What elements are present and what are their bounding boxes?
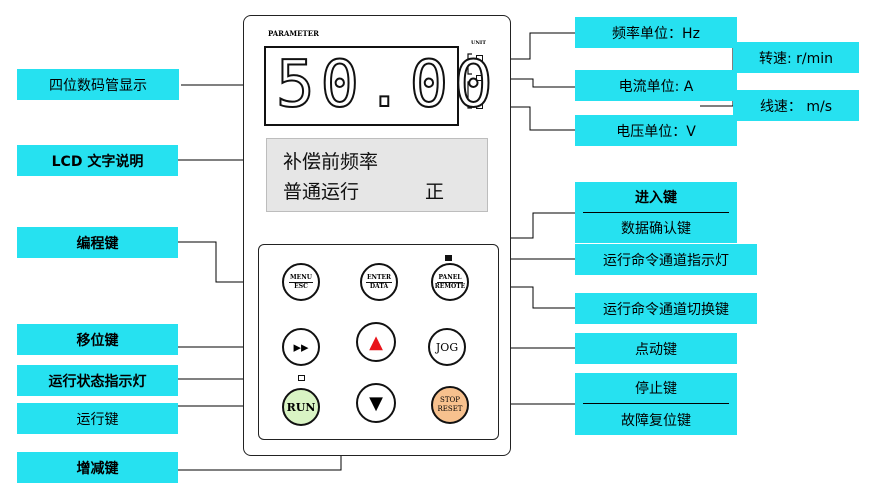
label-speed: 转速: r/min [733, 42, 859, 73]
up-button[interactable]: ▲ [356, 322, 396, 362]
label-reset-key: 故障复位键 [621, 412, 691, 429]
panel-remote-button[interactable]: PANEL REMOTE [431, 263, 469, 301]
run-status-indicator [298, 375, 305, 381]
panel-label: PANEL [437, 273, 463, 283]
enter-label: ENTER [365, 273, 393, 283]
jog-button[interactable]: JOG [428, 328, 466, 366]
label-line-speed: 线速： m/s [733, 90, 859, 121]
led-display: 50.00 [275, 48, 499, 122]
menu-label: MENU [289, 273, 313, 283]
shift-button[interactable]: ▸▸ [282, 328, 320, 366]
keypad-frame [258, 244, 499, 440]
label-freq-unit: 频率单位：Hz [575, 17, 737, 48]
down-arrow-icon: ▼ [369, 392, 383, 414]
stop-key-label-box: 停止键 故障复位键 [575, 373, 737, 435]
label-led-display: 四位数码管显示 [17, 69, 179, 100]
reset-label: RESET [437, 405, 463, 413]
cmd-channel-indicator [445, 255, 452, 261]
unit-bracket-icon [467, 53, 472, 109]
lcd-line1: 补偿前频率 [283, 151, 379, 173]
run-label: RUN [286, 400, 316, 414]
label-voltage-unit: 电压单位：V [575, 115, 737, 146]
label-run-key: 运行键 [17, 403, 178, 434]
label-shift-key: 移位键 [17, 324, 178, 355]
unit-a-led [476, 75, 483, 81]
unit-hz-led [476, 55, 483, 61]
double-arrow-icon: ▸▸ [293, 338, 309, 356]
jog-label: JOG [435, 340, 459, 354]
esc-label: ESC [294, 282, 308, 290]
enter-key-label-box: 进入键 数据确认键 [575, 182, 737, 243]
stop-label: STOP [440, 396, 460, 404]
data-label: DATA [369, 282, 389, 290]
stop-key-divider [583, 403, 729, 404]
line-speed-bracket [700, 44, 734, 74]
down-button[interactable]: ▼ [356, 383, 396, 423]
label-current-unit: 电流单位: A [575, 70, 737, 101]
remote-label: REMOTE [434, 282, 466, 290]
unit-v-led [476, 103, 483, 109]
label-lcd-text: LCD 文字说明 [17, 145, 178, 176]
label-data-confirm-key: 数据确认键 [621, 221, 691, 237]
label-run-status-light: 运行状态指示灯 [17, 365, 178, 396]
unit-label: UNIT [471, 40, 486, 46]
label-enter-key: 进入键 [635, 190, 677, 206]
lcd-line2: 普通运行 [283, 181, 360, 203]
label-stop-key: 停止键 [635, 381, 677, 397]
run-button[interactable]: RUN [282, 388, 320, 426]
parameter-label: PARAMETER [268, 29, 319, 38]
enter-key-divider [583, 212, 729, 213]
label-up-down-key: 增减键 [17, 452, 178, 483]
stop-reset-button[interactable]: STOP RESET [431, 386, 469, 424]
up-arrow-icon: ▲ [369, 331, 383, 353]
label-jog-key: 点动键 [575, 333, 737, 364]
lcd-screen: 补偿前频率 普通运行 正 [266, 138, 488, 212]
enter-data-button[interactable]: ENTER DATA [360, 263, 398, 301]
label-program-key: 编程键 [17, 227, 178, 258]
label-cmd-channel-switch: 运行命令通道切换键 [575, 293, 757, 324]
menu-esc-button[interactable]: MENU ESC [282, 263, 320, 301]
label-cmd-channel-light: 运行命令通道指示灯 [575, 244, 757, 275]
lcd-line2-right: 正 [425, 181, 445, 203]
led-display-frame [264, 46, 459, 126]
